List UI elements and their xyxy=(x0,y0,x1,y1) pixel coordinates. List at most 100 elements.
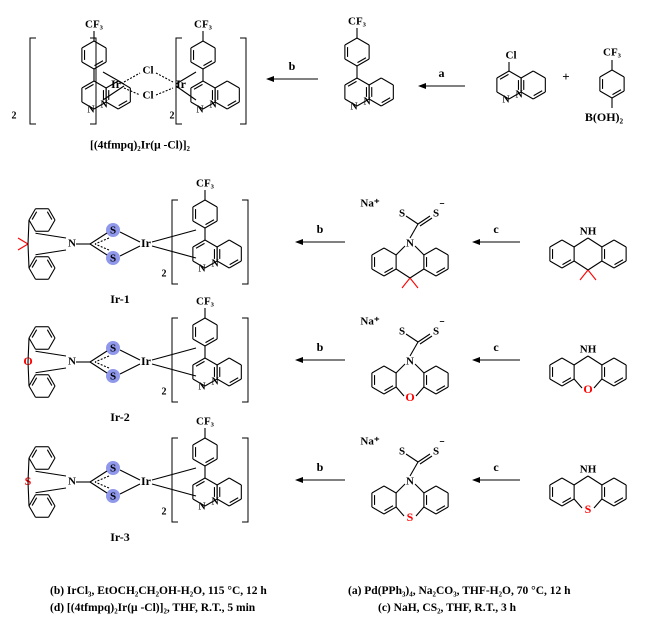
tricycle-ring-top xyxy=(48,219,56,232)
ir-cl-bond xyxy=(155,72,174,83)
phenyl-ring xyxy=(204,458,218,467)
boronic-phenyl-ring xyxy=(611,90,625,99)
bridge-bond xyxy=(573,355,589,366)
chloroquinazoline-pyrimidine xyxy=(496,70,510,79)
double-bond xyxy=(384,385,394,392)
c-s-bond xyxy=(405,215,419,225)
tricycle-ring-bottom xyxy=(28,505,36,518)
methyl-bond xyxy=(409,277,419,289)
sulfur-atom: S xyxy=(110,491,116,503)
condition-b: (b) IrCl₃, EtOCH₂CH₂OH-H₂O, 115 °C, 12 h xyxy=(50,585,267,597)
phenyl-ring xyxy=(192,338,206,347)
arrow-head xyxy=(295,357,303,363)
tricycle-ring-left xyxy=(383,365,397,374)
c-s-bond xyxy=(89,470,108,483)
phenyl-ring xyxy=(192,199,206,208)
pyrimidine-ring xyxy=(356,98,370,107)
tricycle-ring-right xyxy=(423,386,437,395)
phenyl-ring xyxy=(204,437,218,446)
tricycle-ring-right xyxy=(435,485,449,494)
phenyl-ring xyxy=(192,458,206,467)
double-bond xyxy=(419,455,433,465)
n-atom: N xyxy=(198,381,206,392)
complex-bracket-close xyxy=(242,317,249,403)
tricycle-ring-right xyxy=(423,247,437,256)
double-bond xyxy=(612,89,622,96)
sodium-ion: Na⁺ xyxy=(360,198,379,210)
bridge-bond xyxy=(395,483,406,494)
bridging-chloride: Cl xyxy=(143,65,154,77)
benzo-ring xyxy=(228,498,242,507)
tricycle-ring-top xyxy=(28,446,36,459)
complex-label: Ir-1 xyxy=(110,292,130,306)
subscript-2: 2 xyxy=(170,110,175,121)
delocalized-bond xyxy=(94,475,110,483)
sulfur-atom: S xyxy=(110,463,116,475)
c-s-bond xyxy=(89,232,108,245)
c-s-bond xyxy=(417,215,431,225)
n-atom: N xyxy=(68,356,76,368)
dimer-bracket-left-close xyxy=(90,37,97,125)
chloroquinazoline-pyrimidine xyxy=(496,91,510,100)
double-bond xyxy=(31,259,38,268)
benzo-ring xyxy=(228,260,242,269)
n-atom: N xyxy=(196,104,204,115)
double-bond xyxy=(46,259,53,268)
n-atom: N xyxy=(212,496,220,507)
benzo-ring xyxy=(226,101,240,110)
delocalized-bond xyxy=(94,355,110,363)
n-atom: N xyxy=(364,96,372,107)
subscript-2: 2 xyxy=(162,506,167,517)
tricycle-ring-top xyxy=(48,457,56,470)
sulfur-atom: S xyxy=(110,253,116,265)
bridge-bond xyxy=(414,245,425,256)
tricycle-ring-right xyxy=(601,477,615,486)
tricycle-ring-right xyxy=(435,506,449,515)
bridge-bond xyxy=(573,498,583,509)
methyl-bond xyxy=(587,269,597,281)
chloro-label: Cl xyxy=(506,50,517,62)
tricycle-ring-right xyxy=(423,268,437,277)
thione-s: S xyxy=(399,446,405,458)
double-bond xyxy=(205,457,215,464)
pyrimidine-ring xyxy=(344,77,358,86)
n-atom: N xyxy=(87,104,95,115)
bridge-bond xyxy=(35,350,67,357)
double-bond xyxy=(436,505,446,512)
bridge-bond xyxy=(395,363,406,374)
benzo-ring xyxy=(380,98,394,107)
methyl-bond xyxy=(17,237,29,245)
double-bond xyxy=(31,377,38,386)
sulfur-highlight xyxy=(106,461,120,475)
bridge-bond xyxy=(395,386,405,397)
double-bond xyxy=(381,97,391,104)
cf3-label: CF₃ xyxy=(603,47,622,59)
chloroquinazoline-pyrimidine xyxy=(508,70,522,79)
tricycle-ring-top xyxy=(48,446,56,459)
n-atom: N xyxy=(68,476,76,488)
n-c-bond xyxy=(409,461,419,477)
benzo-ring xyxy=(216,378,230,387)
thiolate-s: S xyxy=(433,446,439,458)
bridge-bond xyxy=(593,378,603,389)
double-bond xyxy=(31,449,38,458)
tricycle-ring-bottom xyxy=(48,385,56,398)
phenyl-ring xyxy=(204,220,218,229)
ir-s-bond xyxy=(119,245,141,257)
pyrimidine-ring xyxy=(81,101,95,110)
c-s-bond xyxy=(417,333,431,343)
benzo-ring xyxy=(228,357,242,366)
double-bond xyxy=(229,377,239,384)
tricycle-ring-bottom xyxy=(28,256,36,269)
complex-bracket-open xyxy=(171,199,178,285)
plus-sign: + xyxy=(562,69,569,84)
ir-s-bond xyxy=(119,363,141,375)
tricycle-ring-left xyxy=(371,386,385,395)
ir-c-bond xyxy=(102,71,125,85)
tricycle-ring-top xyxy=(48,326,56,339)
dimer-bracket-left-open xyxy=(29,37,36,125)
tricycle-ring-bottom xyxy=(48,505,56,518)
n-atom: N xyxy=(68,238,76,250)
double-bond xyxy=(46,449,53,458)
tricycle-ring-left xyxy=(383,506,397,515)
